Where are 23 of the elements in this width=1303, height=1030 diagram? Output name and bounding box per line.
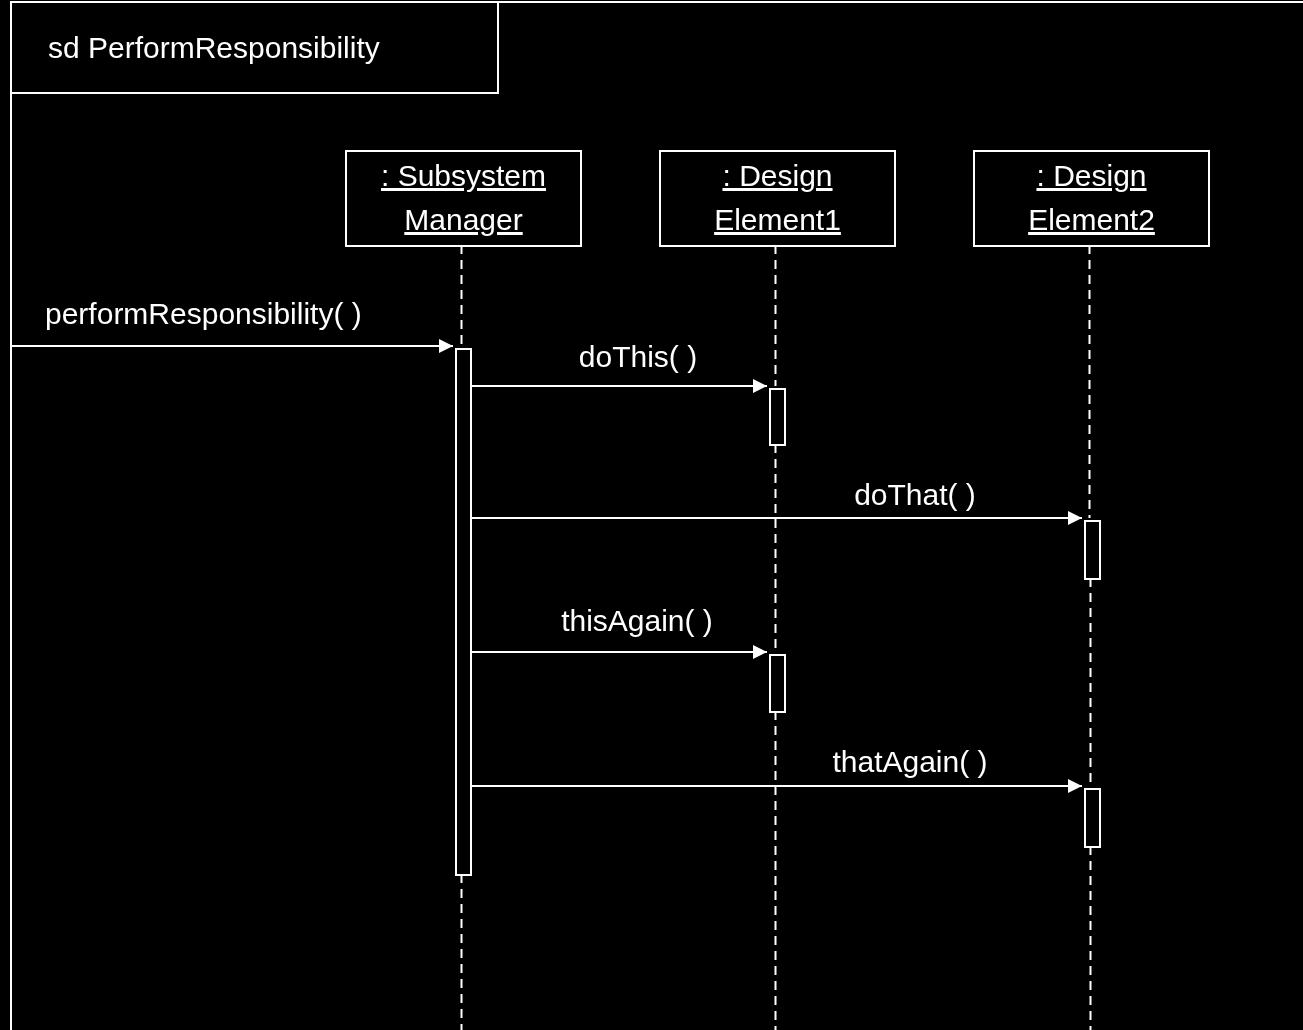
activation-bar xyxy=(1084,520,1101,580)
lifeline-head: : Design Element1 xyxy=(659,150,896,247)
message-arrow xyxy=(469,379,768,393)
lifeline xyxy=(1089,845,1092,1030)
activation-bar xyxy=(1084,788,1101,848)
message-arrow xyxy=(469,511,1083,525)
lifeline-head: : Design Element2 xyxy=(973,150,1210,247)
edge-label: thisAgain( ) xyxy=(561,603,713,639)
edge-label: doThat( ) xyxy=(854,477,976,513)
frame-tag: sd PerformResponsibility xyxy=(10,1,499,94)
activation-bar xyxy=(455,348,472,876)
lifeline-head: : Subsystem Manager xyxy=(345,150,582,247)
lifeline xyxy=(774,710,777,1030)
activation-bar xyxy=(769,654,786,713)
activation-bar xyxy=(769,388,786,446)
edge-label: performResponsibility( ) xyxy=(45,296,362,332)
message-arrow xyxy=(469,779,1083,793)
message-arrow xyxy=(469,645,768,659)
lifeline xyxy=(460,873,463,1030)
edge-label: doThis( ) xyxy=(578,339,698,375)
edge-label: thatAgain( ) xyxy=(832,744,988,780)
message-arrow xyxy=(9,339,454,353)
frame-box xyxy=(10,1,1303,1030)
